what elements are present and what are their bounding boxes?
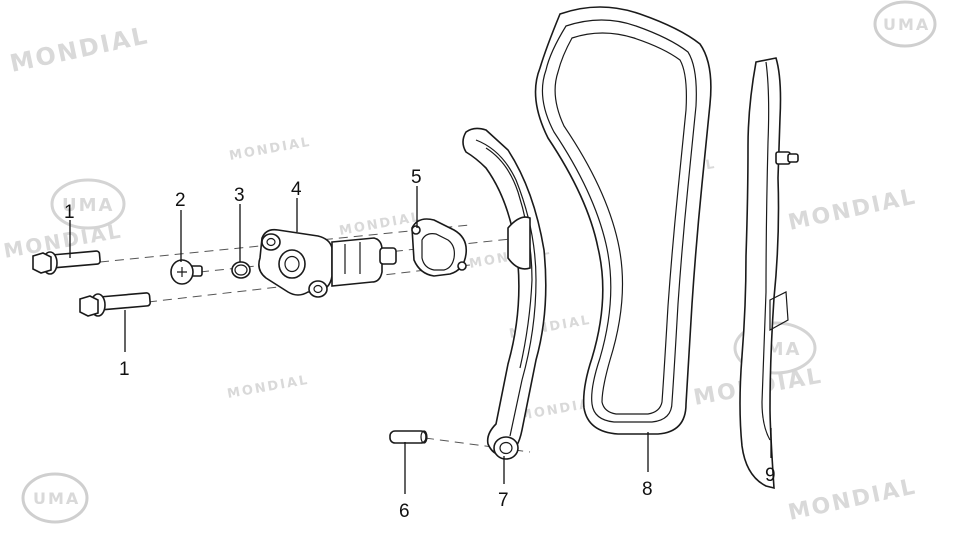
watermark-logo: UMA [873, 0, 937, 48]
callout-3: 3 [234, 185, 245, 206]
watermark-brand: MONDIAL [786, 184, 919, 236]
tensioner-guide-icon [462, 127, 547, 460]
watermark-brand: MONDIAL [226, 373, 310, 402]
callout-labels: 1 1 2 3 4 5 6 7 8 9 [64, 167, 776, 522]
flange-bolt-icon [32, 250, 101, 275]
watermark-layer: MONDIAL MONDIAL MONDIAL MONDIAL MONDIAL … [2, 0, 937, 526]
watermark-brand: MONDIAL [7, 21, 151, 78]
callout-2: 2 [175, 190, 186, 211]
timing-chain-icon [534, 6, 712, 435]
watermark-brand: MONDIAL [338, 210, 422, 239]
watermark-logo: UMA [50, 178, 126, 230]
callout-8: 8 [642, 479, 653, 500]
watermark-brand: MONDIAL [786, 474, 919, 526]
o-ring-icon [231, 261, 251, 279]
callout-6: 6 [399, 501, 410, 522]
callout-5: 5 [411, 167, 422, 188]
svg-text:UMA: UMA [33, 489, 80, 508]
svg-text:UMA: UMA [62, 195, 114, 216]
gasket-icon [411, 218, 468, 277]
pin-icon [389, 430, 428, 444]
screw-plug-icon [170, 259, 203, 285]
leader-lines [69, 186, 772, 494]
callout-1-lower: 1 [119, 359, 130, 380]
callout-9: 9 [765, 465, 776, 486]
callout-1-upper: 1 [64, 202, 75, 223]
chain-tensioner-icon [258, 228, 397, 298]
callout-4: 4 [291, 179, 302, 200]
svg-text:UMA: UMA [883, 15, 930, 34]
watermark-logo: UMA [21, 472, 89, 524]
callout-7: 7 [498, 490, 509, 511]
flange-bolt-icon [79, 292, 151, 317]
chain-guide-icon [739, 57, 799, 490]
watermark-brand: MONDIAL [228, 135, 312, 164]
